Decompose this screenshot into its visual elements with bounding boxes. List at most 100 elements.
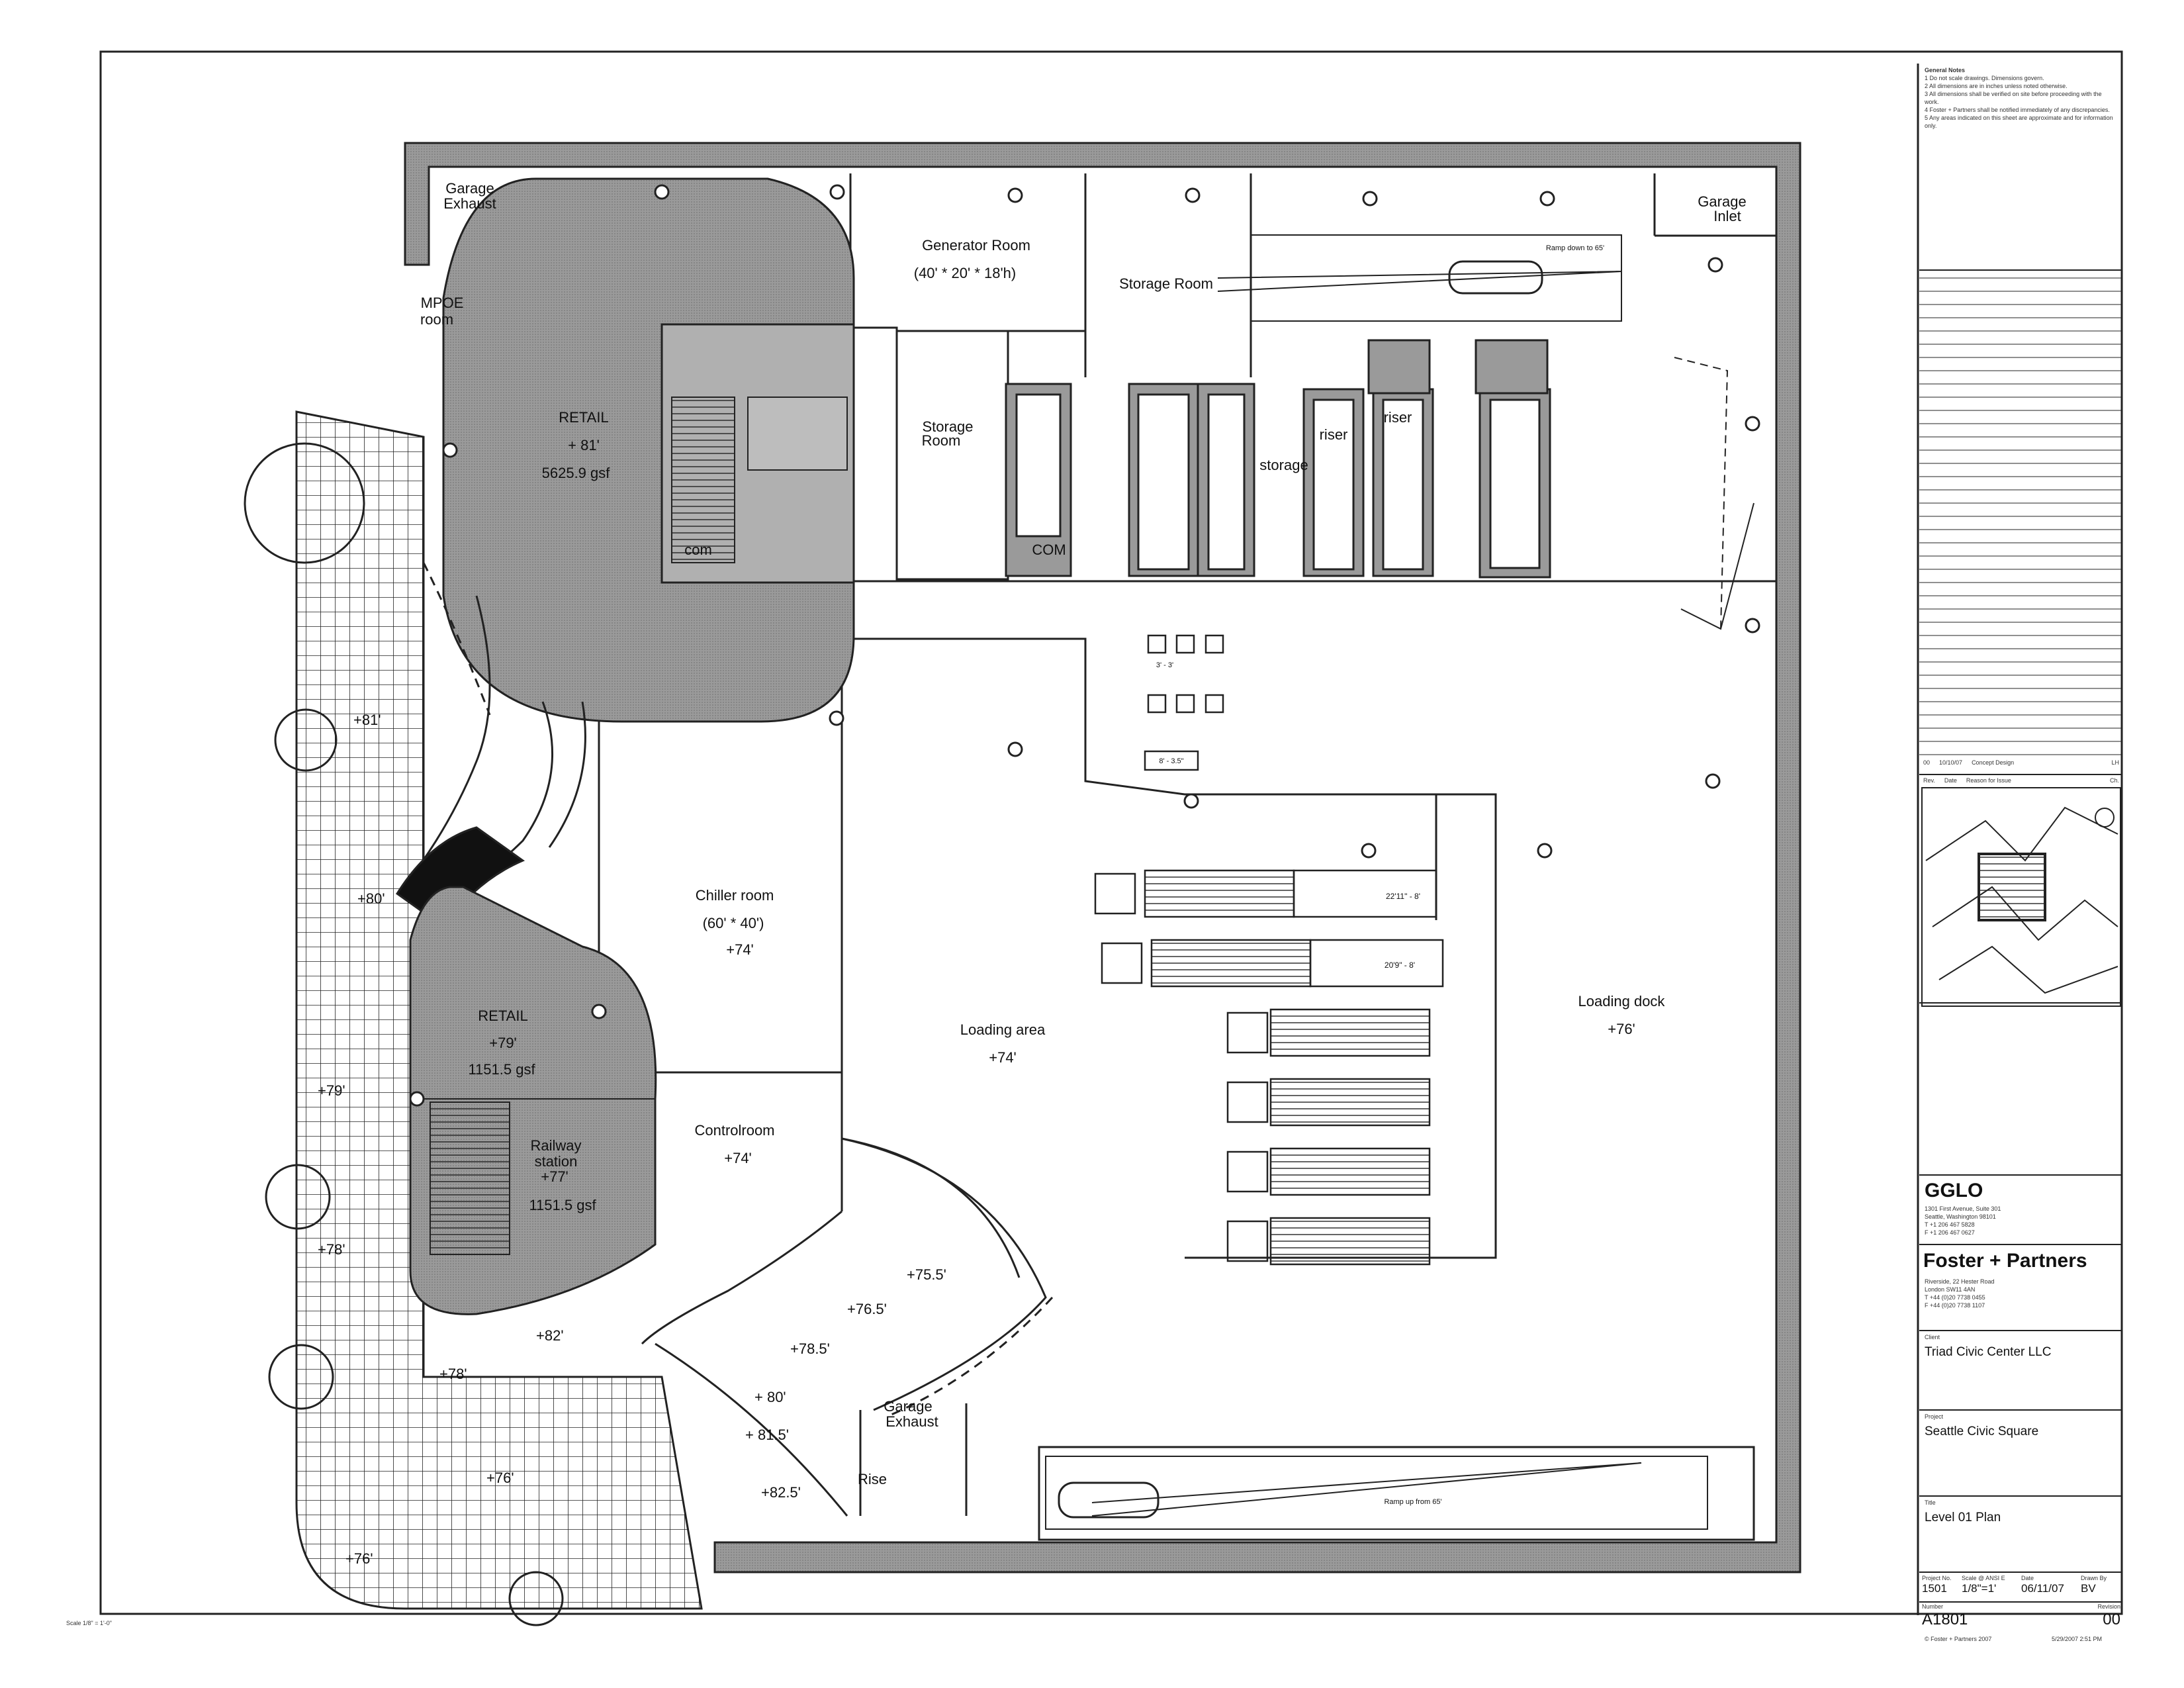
revision-header-cell: Reason for Issue	[1966, 777, 2011, 784]
revision-header-cell: Date	[1944, 777, 1957, 784]
retail-pod-lower	[409, 886, 657, 1315]
elevation-label: +79'	[318, 1082, 345, 1099]
elevation-label: +82.5'	[761, 1484, 801, 1501]
elevation-label: +78.5'	[790, 1340, 830, 1357]
truck	[1094, 869, 1437, 918]
revision-header: Rev. Date Reason for Issue Ch.	[1923, 776, 2119, 784]
storage-room-left-label: Room	[922, 432, 961, 449]
car-icon	[1448, 260, 1543, 295]
garage-exhaust-label: Garage	[445, 180, 494, 197]
elevation-labels: +81' +80' +79' +78' +82' +78' +76' +76' …	[318, 712, 946, 1567]
revision-row: 00 10/10/07 Concept Design LH	[1923, 759, 2119, 767]
titleblock-lines	[1919, 269, 2122, 1603]
retail-lower-elevation: +79'	[489, 1035, 517, 1051]
retail-upper-elevation: + 81'	[568, 437, 600, 453]
meta-cell-project-no: Project No.1501	[1922, 1575, 1952, 1595]
elevation-label: +78'	[318, 1241, 345, 1258]
address-line: F +1 206 467 0627	[1925, 1229, 1975, 1236]
car-icon	[1058, 1481, 1160, 1519]
foster-address: Riverside, 22 Hester Road London SW11 4A…	[1925, 1278, 1995, 1309]
address-line: Seattle, Washington 98101	[1925, 1213, 1996, 1220]
truck	[1226, 1147, 1431, 1196]
storage-room-label: Storage Room	[1119, 275, 1213, 292]
riser-label: riser	[1384, 409, 1412, 426]
garage-inlet-label: Garage	[1698, 193, 1746, 210]
general-notes-title: General Notes	[1925, 67, 1966, 73]
retail-pod-upper	[442, 177, 855, 723]
revision-date: 10/10/07	[1939, 759, 1963, 766]
revision-table-rules	[1919, 277, 2122, 755]
railway-station-elevation: +77'	[541, 1168, 569, 1185]
revision-check: LH	[2111, 759, 2119, 766]
garage-inlet-label: Inlet	[1713, 208, 1741, 224]
com-shaft-label: COM	[1032, 541, 1066, 558]
gglo-logo: GGLO	[1925, 1180, 1983, 1201]
site-location-map	[1921, 787, 2121, 1007]
revision-reason: Concept Design	[1972, 759, 2015, 766]
ramps	[1045, 234, 1754, 1530]
truck	[1226, 1078, 1431, 1127]
elevation-label: +76'	[345, 1550, 373, 1567]
gglo-address: 1301 First Avenue, Suite 301 Seattle, Wa…	[1925, 1205, 2001, 1237]
ramp-down-label: Ramp down to 65'	[1546, 244, 1604, 252]
car-icons	[1058, 260, 1543, 1519]
loading-area-label: Loading area	[960, 1021, 1046, 1038]
truck-dim-label: 20'9" - 8'	[1385, 961, 1415, 970]
address-line: 1301 First Avenue, Suite 301	[1925, 1205, 2001, 1212]
building-shell	[404, 142, 1801, 1573]
tree-icons	[244, 442, 564, 1626]
garage-exhaust-label: Exhaust	[886, 1413, 938, 1430]
truck-dim-label: 22'11" - 8'	[1386, 892, 1420, 901]
general-notes: General Notes 1 Do not scale drawings. D…	[1925, 66, 2116, 130]
driveway-arcs	[641, 1137, 1054, 1517]
general-note: 5 Any areas indicated on this sheet are …	[1925, 115, 2113, 129]
retail-lower-label: RETAIL	[478, 1008, 527, 1024]
copyright-text: © Foster + Partners 2007	[1925, 1636, 1992, 1642]
rise-label: Rise	[858, 1471, 887, 1487]
garage-exhaust-label: Exhaust	[443, 195, 496, 212]
chiller-room-dims: (60' * 40')	[703, 915, 764, 931]
elevation-label: +76'	[486, 1470, 514, 1486]
address-line: F +44 (0)20 7738 1107	[1925, 1302, 1985, 1309]
truck	[1226, 1008, 1431, 1057]
elevation-label: + 81.5'	[745, 1427, 789, 1443]
general-note: 2 All dimensions are in inches unless no…	[1925, 83, 2068, 89]
mpoe-room-label: room	[420, 311, 453, 328]
plaza-paving	[295, 410, 703, 1610]
retail-upper-label: RETAIL	[559, 409, 608, 426]
elevation-label: +80'	[357, 890, 385, 907]
tree-icon	[265, 1164, 331, 1230]
drawing-title: Level 01 Plan	[1925, 1511, 2001, 1524]
address-line: Riverside, 22 Hester Road	[1925, 1278, 1995, 1285]
elevation-label: +76.5'	[847, 1301, 887, 1317]
storage-label: storage	[1259, 457, 1308, 473]
revision-header-cell: Rev.	[1923, 777, 1935, 784]
column-size-label: 8' - 3.5"	[1159, 757, 1183, 765]
general-note: 3 All dimensions shall be verified on si…	[1925, 91, 2102, 105]
revision-header-cell: Ch.	[2109, 777, 2119, 784]
railway-station-label: station	[535, 1153, 578, 1170]
general-note: 1 Do not scale drawings. Dimensions gove…	[1925, 75, 2044, 81]
storage-room-left-label: Storage	[922, 418, 973, 435]
railway-station-label: Railway	[530, 1137, 581, 1154]
loading-area-elevation: +74'	[989, 1049, 1017, 1066]
trucks	[1094, 869, 1444, 1266]
tree-icon	[268, 1344, 334, 1410]
loading-dock-elevation: +76'	[1608, 1021, 1635, 1037]
general-note: 4 Foster + Partners shall be notified im…	[1925, 107, 2110, 113]
tree-icon	[274, 708, 338, 772]
ramp-up-label: Ramp up from 65'	[1384, 1498, 1441, 1506]
riser-label: riser	[1320, 426, 1348, 443]
elevation-label: +82'	[536, 1327, 564, 1344]
railway-station-area: 1151.5 gsf	[529, 1197, 596, 1213]
project-name: Seattle Civic Square	[1925, 1425, 2039, 1438]
elevation-label: +81'	[353, 712, 381, 728]
address-line: T +1 206 467 5828	[1925, 1221, 1975, 1228]
elevation-label: + 80'	[754, 1389, 786, 1405]
